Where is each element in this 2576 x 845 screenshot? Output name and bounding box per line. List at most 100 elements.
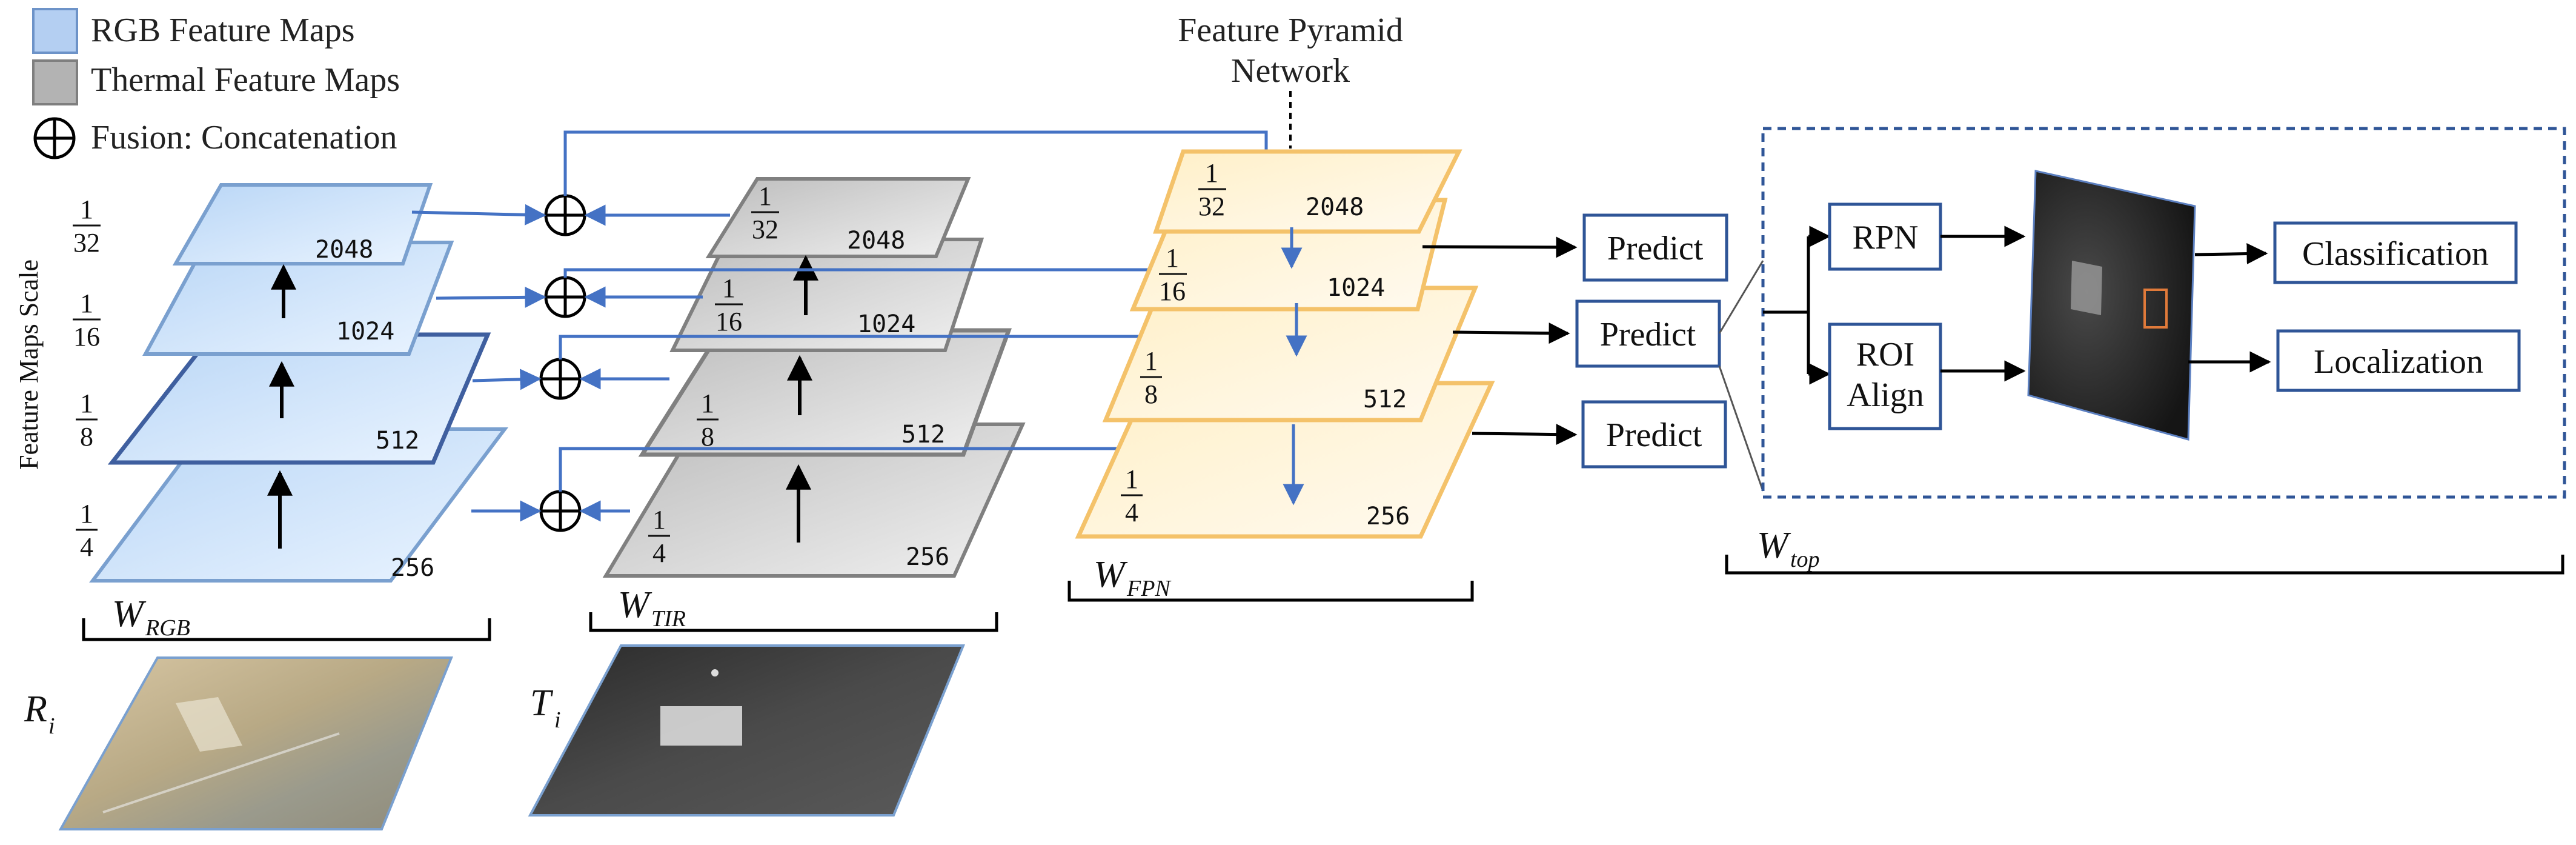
bracket-tir <box>589 612 998 632</box>
roi-align-box <box>1828 322 1942 430</box>
rgb-frac-4-num: 1 <box>80 499 93 529</box>
feature-maps-scale-label: Feature Maps Scale <box>14 259 44 470</box>
predict-label-1: Predict <box>1607 230 1704 267</box>
tir-frac-32-num: 1 <box>759 181 772 211</box>
rgb-backbone: 2048 1024 512 256 <box>89 183 509 583</box>
detection-head: RPN ROI Align Classification Localizatio… <box>1761 127 2566 499</box>
fpn-frac-16-den: 16 <box>1159 276 1186 306</box>
tir-frac-4-den: 4 <box>652 538 666 568</box>
fpn-channels-2048: 2048 <box>1306 193 1364 221</box>
w-tir-sub: TIR <box>651 606 686 632</box>
rgb-frac-8-num: 1 <box>80 389 93 418</box>
w-top-label: W <box>1757 525 1791 566</box>
rgb-map-256 <box>89 427 509 583</box>
legend-rgb-swatch <box>32 8 78 54</box>
rgb-map-1024 <box>142 241 454 356</box>
fpn-frac-8-num: 1 <box>1144 346 1158 376</box>
classification-label: Classification <box>2302 235 2489 273</box>
bracket-rgb <box>82 618 491 641</box>
rgb-frac-16-num: 1 <box>80 289 93 318</box>
detection-box-icon <box>2143 289 2168 329</box>
rpn-label: RPN <box>1853 219 1919 256</box>
r-i-sub: i <box>48 713 55 739</box>
fusion-icon <box>33 117 76 159</box>
rgb-channels-1024: 1024 <box>336 318 394 346</box>
w-tir-label: W <box>618 584 652 626</box>
roi-label-line2: Align <box>1847 376 1924 414</box>
fpn-title-line1: Feature Pyramid <box>1178 12 1403 49</box>
rgb-frac-32-den: 32 <box>73 228 100 258</box>
legend-thermal-label: Thermal Feature Maps <box>91 61 400 99</box>
tir-channels-512: 512 <box>901 421 945 449</box>
tir-channels-2048: 2048 <box>847 227 905 255</box>
tir-map-1024 <box>669 238 984 352</box>
rgb-map-2048 <box>172 183 433 266</box>
tir-channels-1024: 1024 <box>857 310 915 338</box>
t-i-label: T <box>530 683 554 724</box>
w-fpn-label: W <box>1094 554 1128 595</box>
legend-thermal-swatch <box>32 59 78 105</box>
rgb-channels-2048: 2048 <box>315 236 373 264</box>
fusion-node-256-icon <box>539 490 582 532</box>
localization-label: Localization <box>2314 343 2483 381</box>
bracket-fpn <box>1067 581 1474 602</box>
tir-frac-16-den: 16 <box>715 307 742 336</box>
rgb-frac-4-den: 4 <box>80 532 93 562</box>
predict-label-2: Predict <box>1600 316 1696 353</box>
fpn-frac-4-den: 4 <box>1125 498 1138 527</box>
fusion-node-1024-icon <box>544 276 586 318</box>
fpn-channels-1024: 1024 <box>1327 274 1385 302</box>
roi-label-line1: ROI <box>1856 336 1914 373</box>
r-i-label: R <box>24 689 47 730</box>
tir-frac-16-num: 1 <box>722 273 735 303</box>
tir-input-image <box>528 644 965 817</box>
tir-map-2048 <box>705 177 971 258</box>
predict-box-1 <box>1582 213 1728 282</box>
predict-label-3: Predict <box>1606 416 1702 454</box>
w-top-sub: top <box>1790 547 1820 572</box>
fpn-channels-256: 256 <box>1366 503 1410 530</box>
tir-map-256 <box>602 422 1026 578</box>
rgb-channels-512: 512 <box>376 427 419 455</box>
tir-frac-32-den: 32 <box>752 215 778 244</box>
fpn-stack: 2048 1024 512 256 1 32 1 16 1 8 1 4 <box>1075 149 1495 539</box>
rgb-scale-fractions: 1 32 1 16 1 8 1 4 <box>73 195 101 562</box>
rgb-channels-256: 256 <box>391 554 434 582</box>
classification-box <box>2273 221 2518 284</box>
tir-frac-8-num: 1 <box>701 389 714 418</box>
detection-output-image <box>2027 170 2196 441</box>
tir-map-512 <box>638 328 1012 457</box>
fpn-frac-32-den: 32 <box>1198 192 1225 221</box>
fpn-frac-32-num: 1 <box>1205 158 1218 188</box>
rgb-frac-16-den: 16 <box>73 322 100 352</box>
legend: RGB Feature Maps Thermal Feature Maps Fu… <box>32 8 400 159</box>
tir-frac-8-den: 8 <box>701 422 714 452</box>
w-rgb-label: W <box>112 593 147 635</box>
legend-fusion-label: Fusion: Concatenation <box>91 119 397 156</box>
t-i-sub: i <box>554 707 561 733</box>
fusion-node-2048-icon <box>544 194 586 236</box>
rgb-frac-32-num: 1 <box>80 195 93 224</box>
fpn-frac-16-num: 1 <box>1166 243 1179 273</box>
fusion-node-512-icon <box>539 358 582 400</box>
w-rgb-sub: RGB <box>145 615 190 641</box>
fusion-nodes <box>539 194 586 532</box>
fpn-frac-4-num: 1 <box>1125 464 1138 494</box>
localization-box <box>2276 329 2521 392</box>
fpn-map-2048 <box>1153 149 1462 234</box>
rgb-map-512 <box>107 332 491 465</box>
predict-box-2 <box>1575 299 1721 368</box>
tir-channels-256: 256 <box>906 543 949 571</box>
tir-frac-4-num: 1 <box>652 505 666 535</box>
predict-group: Predict Predict Predict <box>1422 213 1764 492</box>
fpn-channels-512: 512 <box>1363 386 1407 413</box>
tir-backbone: 2048 1024 512 256 1 32 1 16 1 8 1 4 <box>602 177 1026 578</box>
w-fpn-sub: FPN <box>1126 576 1172 601</box>
blue-connections <box>411 130 1299 522</box>
rgb-frac-8-den: 8 <box>80 422 93 452</box>
predict-box-3 <box>1581 400 1727 469</box>
fpn-title-line2: Network <box>1231 52 1350 90</box>
fpn-frac-8-den: 8 <box>1144 379 1158 409</box>
legend-rgb-label: RGB Feature Maps <box>91 12 355 49</box>
